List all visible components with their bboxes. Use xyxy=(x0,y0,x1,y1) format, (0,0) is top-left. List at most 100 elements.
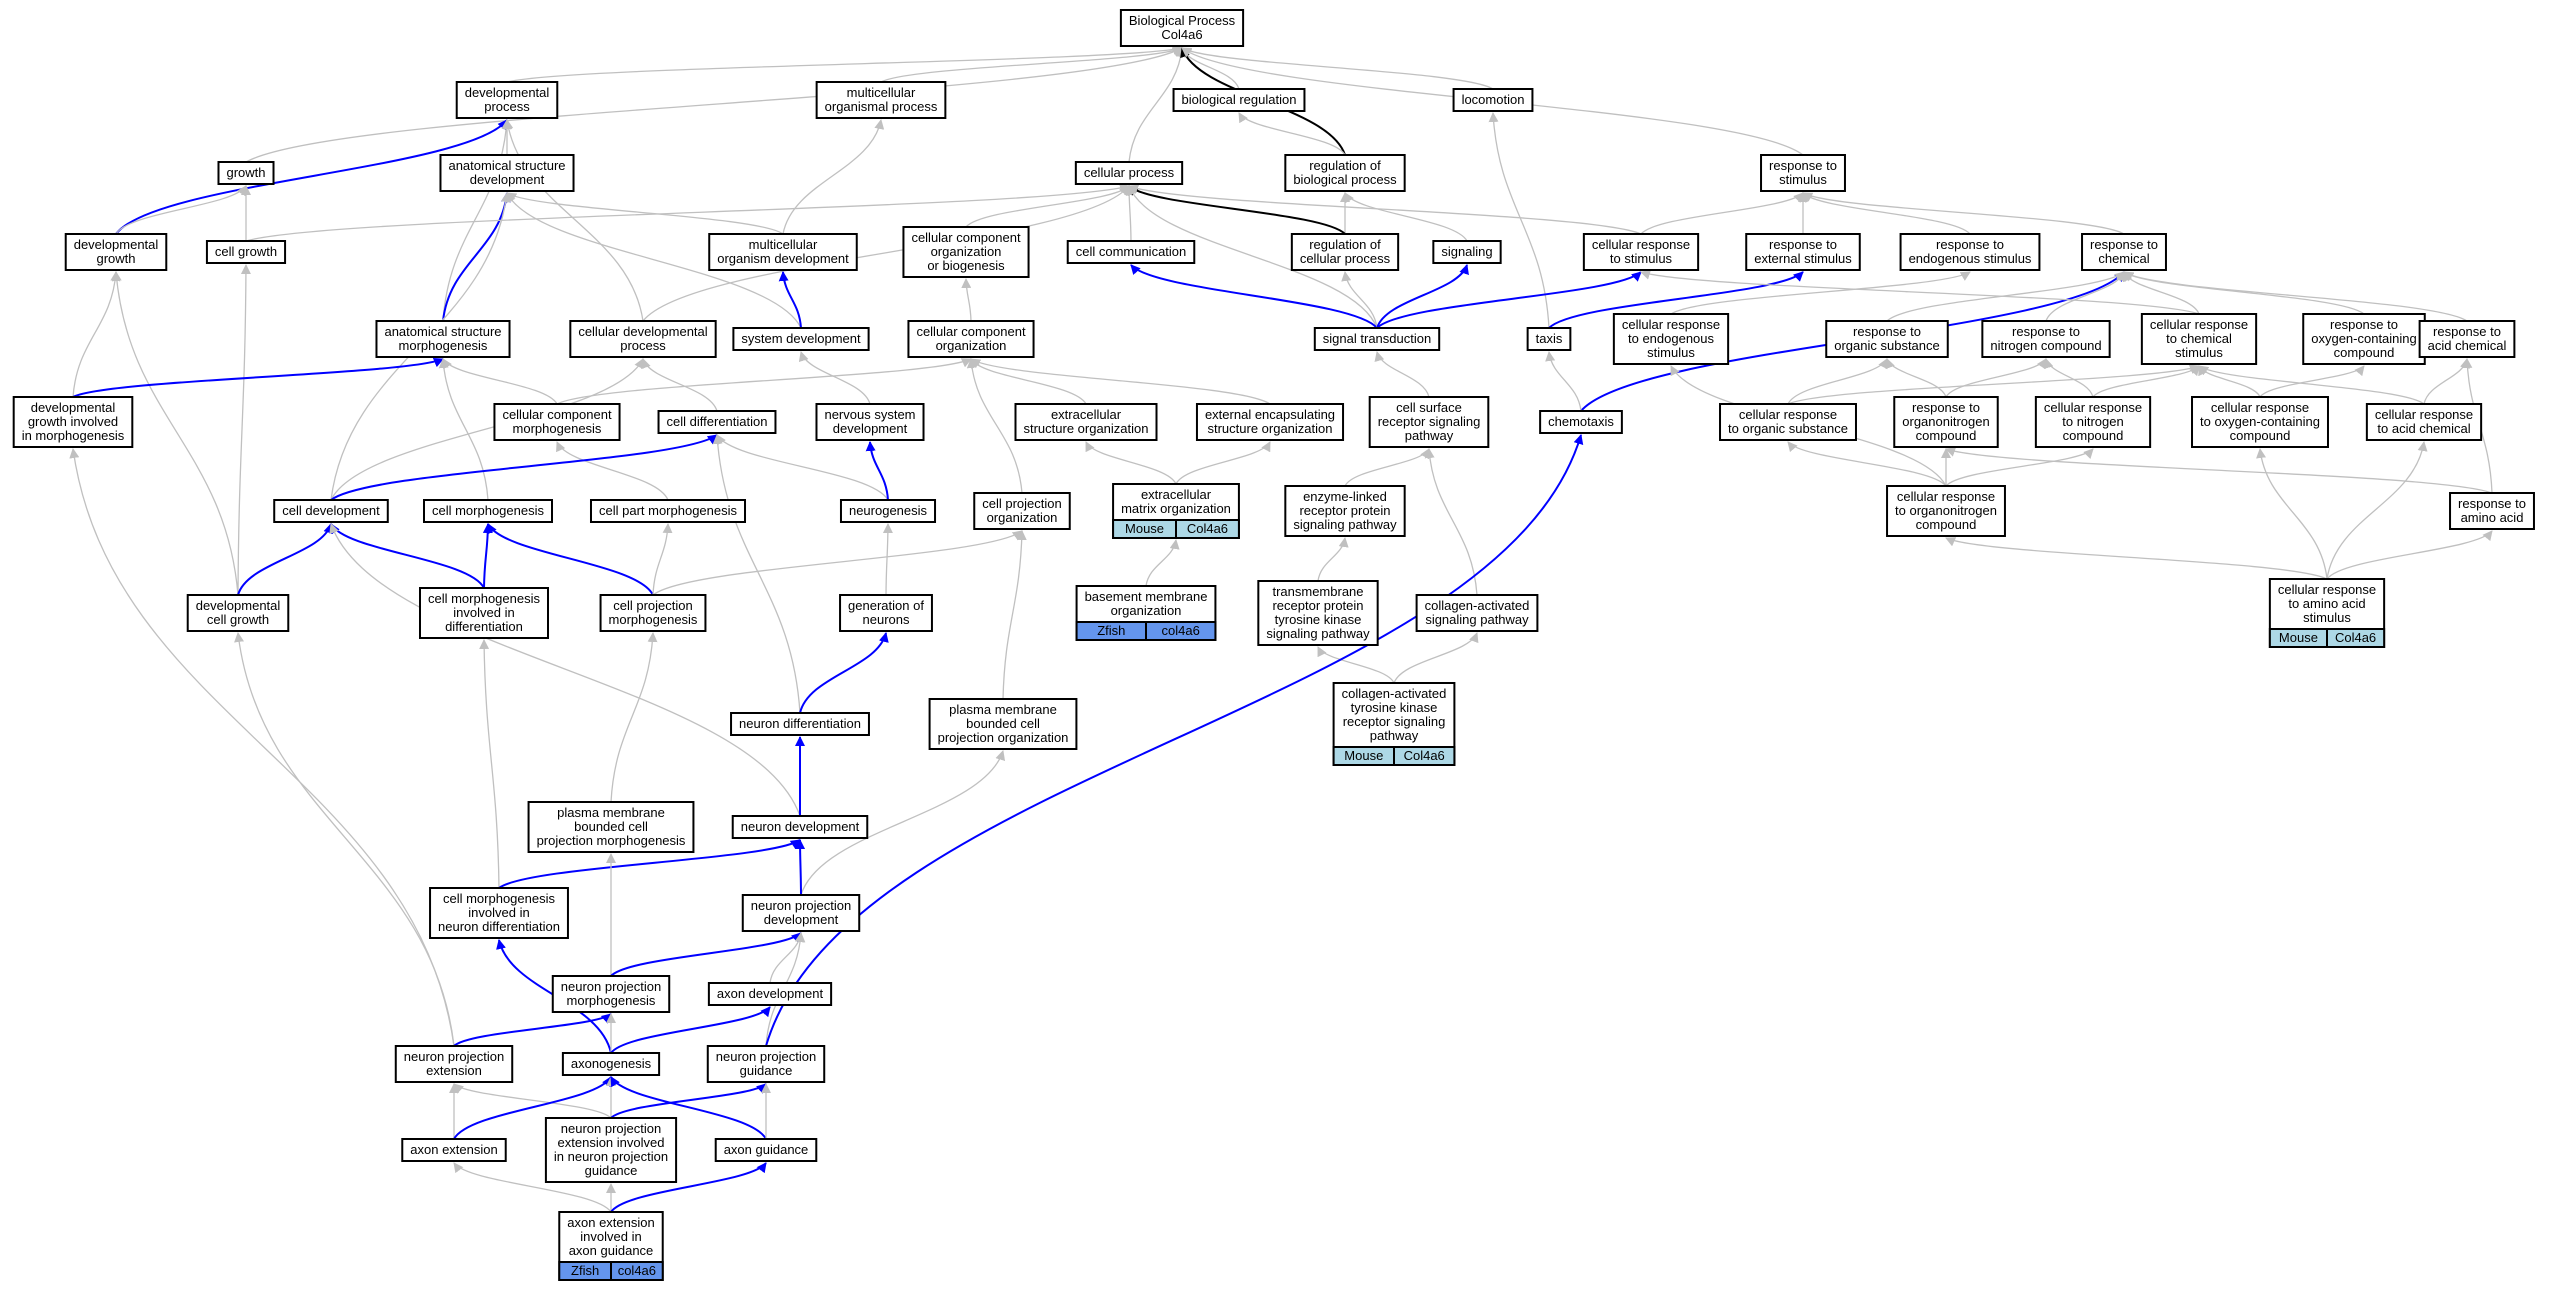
node-label-line: neuron projection xyxy=(561,1121,661,1136)
edge-ccob-to-cellproc xyxy=(965,185,1130,228)
node-box xyxy=(1195,403,1345,441)
node-cellgrowth[interactable]: cell growth xyxy=(205,240,287,264)
node-label-line: organization xyxy=(1111,603,1182,618)
node-box xyxy=(186,594,290,632)
node-axondev[interactable]: axon development xyxy=(707,982,833,1006)
node-label-line: axon extension xyxy=(567,1215,654,1230)
node-signaling[interactable]: signaling xyxy=(1432,240,1502,264)
node-growth[interactable]: growth xyxy=(217,161,275,185)
node-box xyxy=(205,240,287,264)
node-label-line: cell communication xyxy=(1076,244,1187,259)
node-bioreg[interactable]: biological regulation xyxy=(1172,88,1306,112)
node-axonguid[interactable]: axon guidance xyxy=(714,1138,818,1162)
node-label-line: stimulus xyxy=(2175,345,2223,360)
node-label-line: neuron differentiation xyxy=(438,919,560,934)
node-label-line: compound xyxy=(2063,428,2124,443)
node-cellcomm[interactable]: cell communication xyxy=(1066,240,1196,264)
node-cellproc[interactable]: cellular process xyxy=(1074,161,1184,185)
node-label-line: compound xyxy=(1916,428,1977,443)
node-label-line: nervous system xyxy=(824,407,915,422)
node-taxis[interactable]: taxis xyxy=(1526,327,1572,351)
edge-multdev-to-multorg xyxy=(782,119,885,235)
node-label-line: response to xyxy=(2330,317,2398,332)
node-neurogenesis[interactable]: neurogenesis xyxy=(839,499,937,523)
node-label-line: projection morphogenesis xyxy=(537,833,686,848)
node-chemotaxis[interactable]: chemotaxis xyxy=(1539,410,1623,434)
node-neurdev[interactable]: neuron development xyxy=(731,815,869,839)
edge-cellproc-to-bp xyxy=(1128,47,1187,163)
node-axonogenesis[interactable]: axonogenesis xyxy=(561,1052,661,1076)
node-locomotion[interactable]: locomotion xyxy=(1452,88,1534,112)
node-cellmorph[interactable]: cell morphogenesis xyxy=(422,499,554,523)
edge-cellrespamino-to-cellrespoxy xyxy=(2256,448,2328,580)
node-neurdiff[interactable]: neuron differentiation xyxy=(730,712,870,736)
node-axonext[interactable]: axon extension xyxy=(401,1138,507,1162)
node-sysdev[interactable]: system development xyxy=(732,327,870,351)
node-cellpartmorph[interactable]: cell part morphogenesis xyxy=(589,499,747,523)
node-celldiff[interactable]: cell differentiation xyxy=(657,410,777,434)
edge-npe-to-devcellgrowth xyxy=(234,632,455,1047)
node-label-line: chemical xyxy=(2098,251,2149,266)
node-sigtrans[interactable]: signal transduction xyxy=(1313,327,1441,351)
edge-cmnd-to-cellmorphdiff xyxy=(479,639,500,889)
node-celldev[interactable]: cell development xyxy=(273,499,389,523)
